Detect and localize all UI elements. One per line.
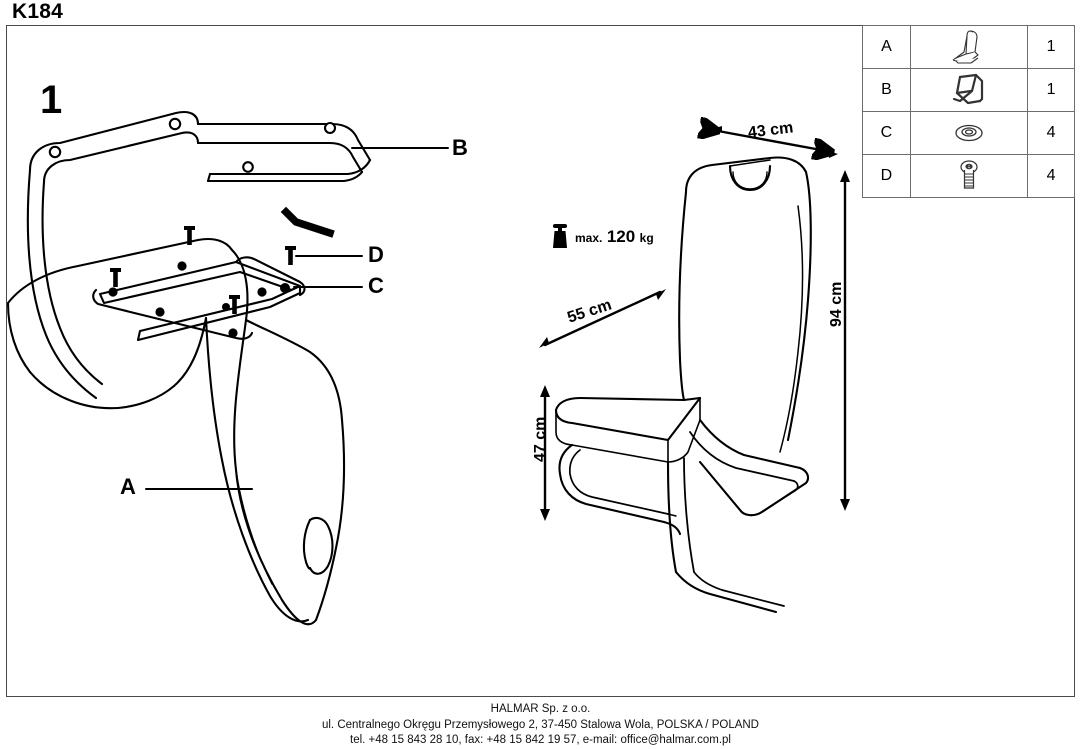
screw-icon xyxy=(960,160,978,189)
part-qty-c: 4 xyxy=(1027,111,1075,155)
callout-label-d: D xyxy=(368,242,384,267)
dimension-seat-height-label: 47 cm xyxy=(532,416,549,462)
callout-label-c: C xyxy=(368,273,384,298)
footer-contact: tel. +48 15 843 28 10, fax: +48 15 842 1… xyxy=(350,734,731,746)
callout-label-b: B xyxy=(452,135,468,160)
part-icon-cell-d xyxy=(909,154,1029,198)
part-letter-c: C xyxy=(862,111,911,155)
part-qty-a: 1 xyxy=(1027,25,1075,69)
cantilever-frame-icon xyxy=(952,73,984,105)
max-load-text: max. 120 kg xyxy=(575,227,654,247)
table-row: C 4 xyxy=(862,111,1075,155)
page-title: K184 xyxy=(12,0,64,23)
table-row: D 4 xyxy=(862,154,1075,198)
part-qty-d: 4 xyxy=(1027,154,1075,198)
part-qty-b: 1 xyxy=(1027,68,1075,112)
part-icon-cell-c xyxy=(909,111,1029,155)
footer-address: ul. Centralnego Okręgu Przemysłowego 2, … xyxy=(321,718,759,731)
max-load-prefix: max. xyxy=(575,231,603,245)
weight-icon xyxy=(553,224,567,248)
footer-company: HALMAR Sp. z o.o. xyxy=(490,703,591,715)
table-row: A 1 xyxy=(862,25,1075,69)
part-letter-a: A xyxy=(862,25,911,69)
callout-label-a: A xyxy=(120,474,136,499)
max-load-value: 120 xyxy=(606,227,636,246)
dimension-height-label: 94 cm xyxy=(828,281,845,327)
max-load-unit: kg xyxy=(639,231,654,245)
part-icon-cell-a xyxy=(909,25,1029,69)
footer: HALMAR Sp. z o.o. ul. Centralnego Okręgu… xyxy=(0,702,1081,749)
part-icon-cell-b xyxy=(909,68,1029,112)
part-letter-d: D xyxy=(862,154,911,198)
parts-table: A 1 B xyxy=(862,25,1075,198)
table-row: B 1 xyxy=(862,68,1075,112)
part-letter-b: B xyxy=(862,68,911,112)
washer-icon xyxy=(955,124,983,142)
step-number: 1 xyxy=(40,78,63,122)
max-load-indicator: max. 120 kg xyxy=(550,222,654,252)
chair-seat-shell-icon xyxy=(952,30,979,64)
